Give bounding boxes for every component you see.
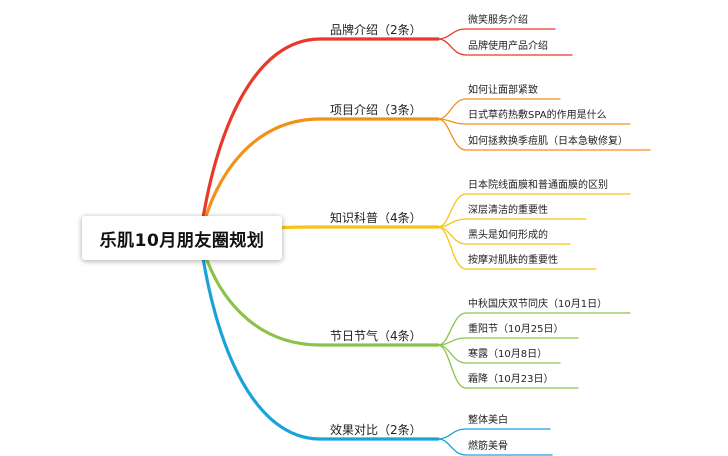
leaf-connector — [437, 218, 587, 228]
leaf-label: 霜降（10月23日） — [468, 374, 554, 385]
branch-connector — [198, 117, 440, 240]
leaf-connector — [437, 438, 553, 456]
leaf-label: 日本院线面膜和普通面膜的区别 — [468, 180, 608, 191]
leaf-label: 日式草药热敷SPA的作用是什么 — [468, 110, 607, 121]
root-node: 乐肌10月朋友圈规划 — [82, 216, 282, 260]
leaf-label: 如何拯救换季痘肌（日本急敏修复） — [468, 136, 628, 147]
branch-label: 效果对比（2条） — [330, 423, 422, 437]
branch-label: 项目介绍（3条） — [330, 103, 422, 117]
leaf-connector — [437, 28, 556, 40]
leaf-label: 品牌使用产品介绍 — [468, 41, 548, 52]
root-label: 乐肌10月朋友圈规划 — [99, 230, 265, 251]
branch-label: 品牌介绍（2条） — [330, 23, 422, 37]
leaf-label: 寒露（10月8日） — [468, 349, 548, 360]
leaf-connector — [437, 98, 561, 120]
leaf-label: 整体美白 — [468, 415, 508, 426]
leaf-connector — [437, 226, 597, 270]
leaf-label: 中秋国庆双节同庆（10月1日） — [468, 299, 608, 310]
leaf-label: 按摩对肌肤的重要性 — [468, 255, 558, 266]
leaf-connector — [437, 428, 551, 440]
branch-connector — [198, 37, 440, 240]
leaf-connector — [437, 118, 631, 125]
branch-label: 知识科普（4条） — [330, 211, 422, 225]
leaf-label: 如何让面部紧致 — [468, 85, 538, 96]
leaf-label: 黑头是如何形成的 — [468, 230, 548, 241]
branch-connector — [198, 236, 440, 347]
leaf-label: 深层清洁的重要性 — [468, 205, 548, 216]
leaf-label: 重阳节（10月25日） — [468, 324, 564, 335]
leaf-connector — [437, 193, 631, 228]
leaf-connector — [437, 118, 651, 151]
leaf-label: 微笑服务介绍 — [468, 15, 528, 26]
leaf-connector — [437, 337, 579, 346]
leaf-connector — [437, 344, 579, 389]
leaf-connector — [437, 38, 573, 56]
branch-connector — [198, 236, 440, 441]
leaf-connector — [437, 312, 631, 346]
branch-label: 节日节气（4条） — [330, 329, 422, 343]
leaf-label: 燃筋美骨 — [468, 441, 508, 452]
